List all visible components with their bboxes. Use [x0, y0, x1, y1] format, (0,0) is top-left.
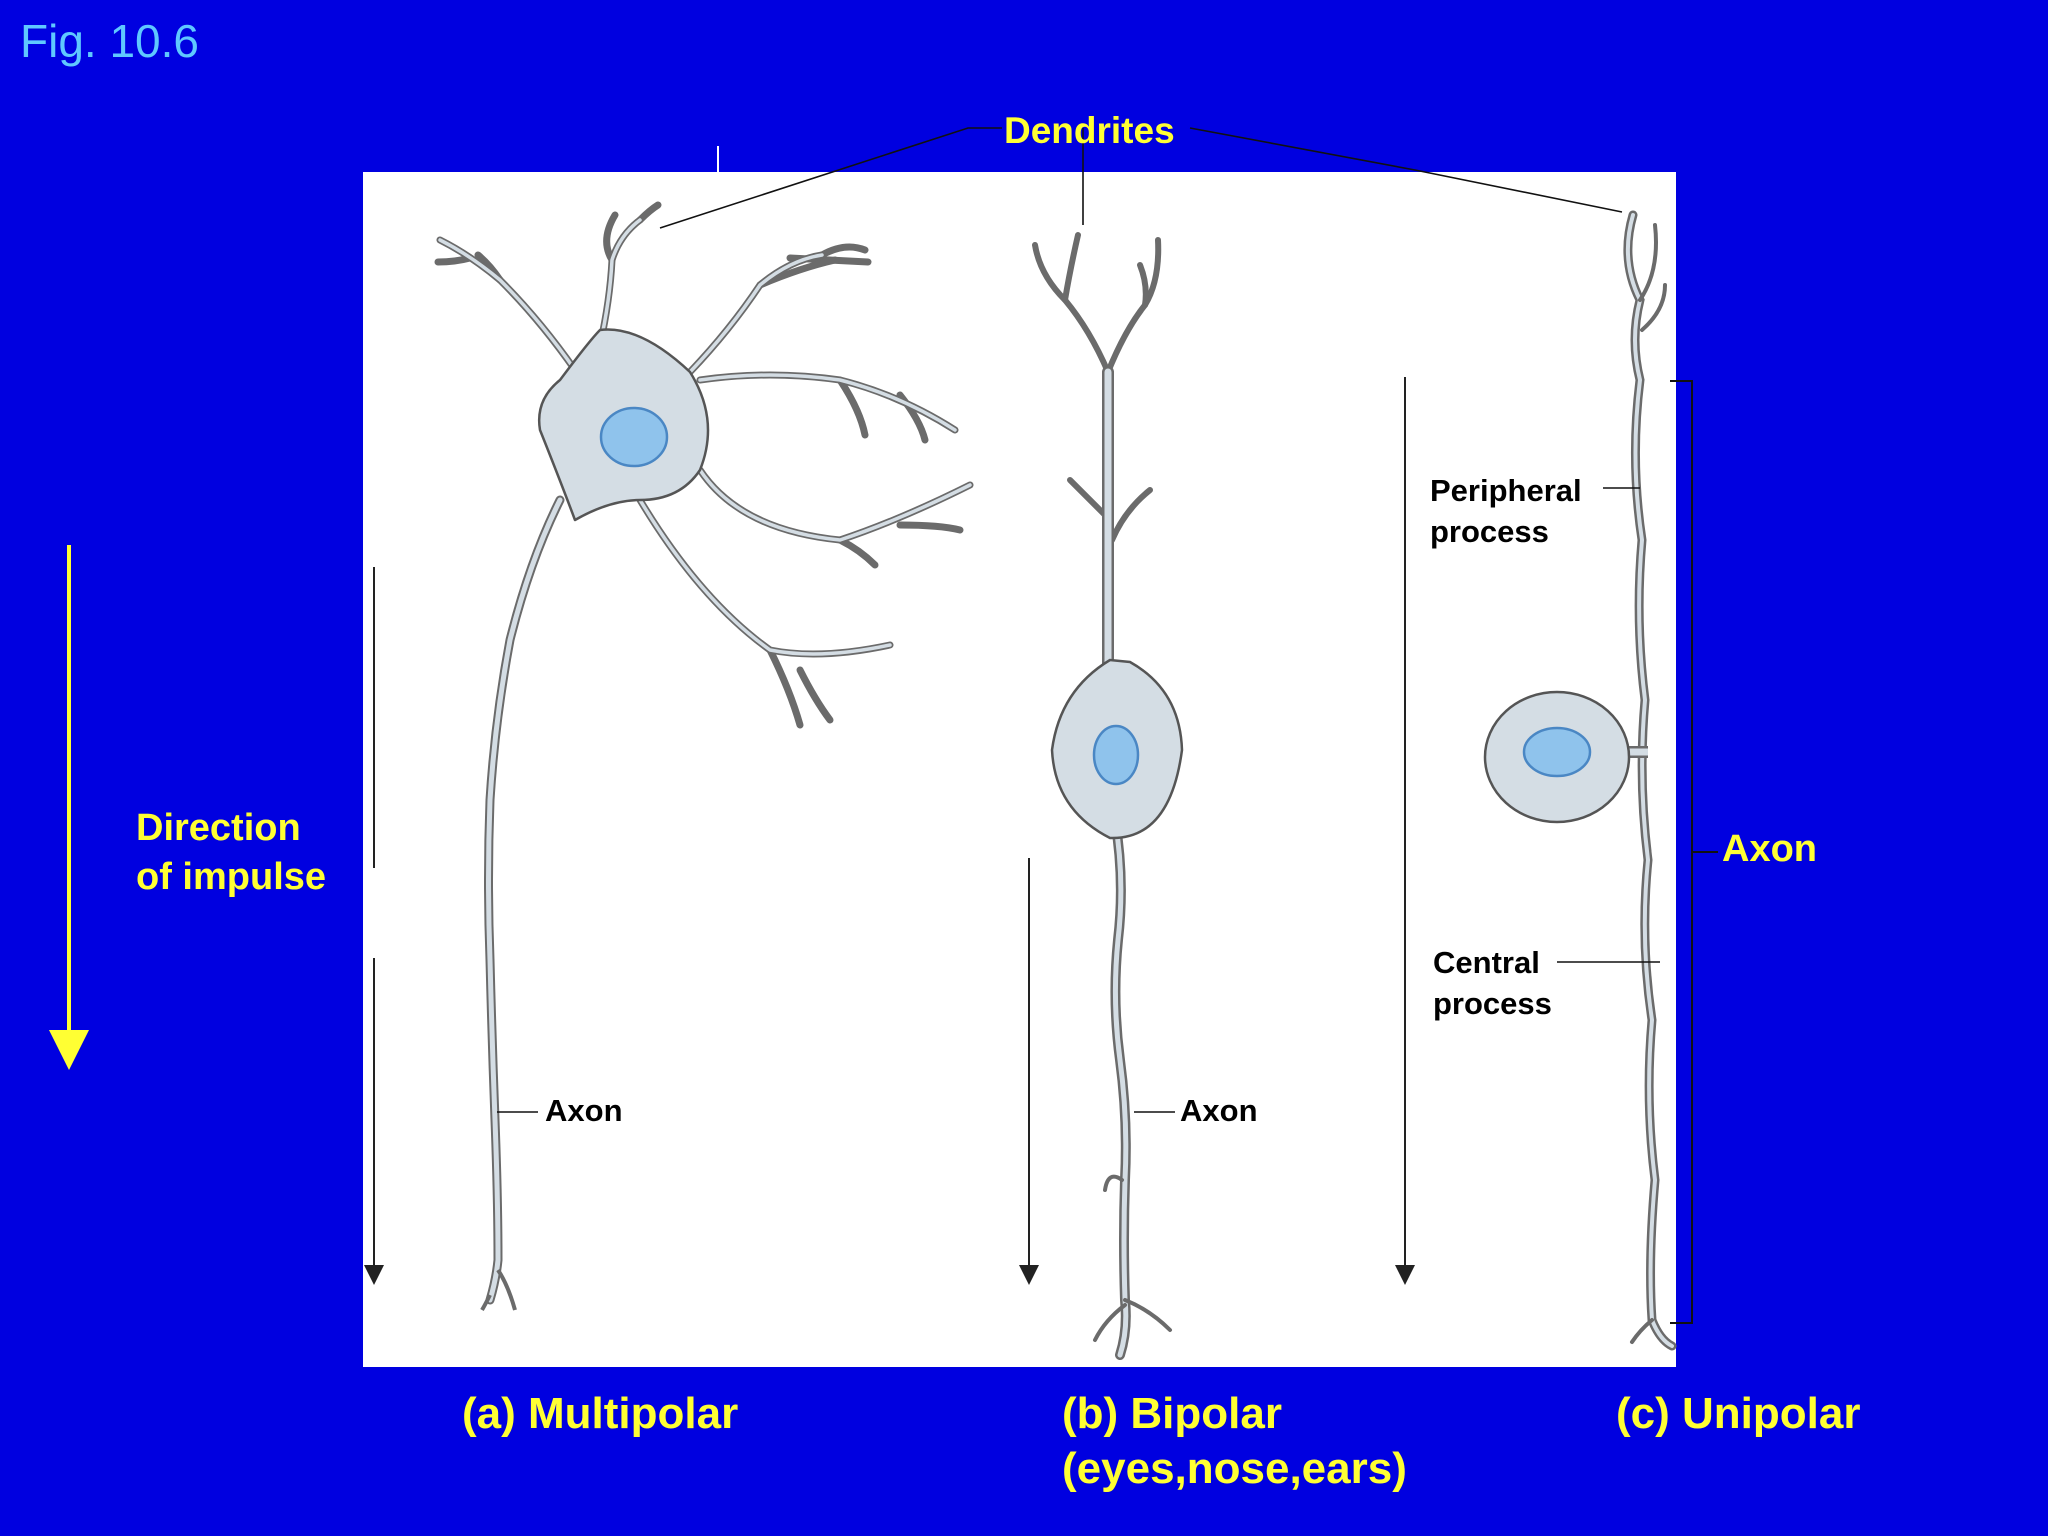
caption-bipolar: (b) Bipolar (eyes,nose,ears)	[1062, 1386, 1407, 1496]
dendrites-label: Dendrites	[1004, 110, 1175, 151]
peripheral-process-label: Peripheral process	[1430, 470, 1582, 552]
caption-multipolar: (a) Multipolar	[462, 1389, 739, 1438]
direction-of-impulse-label: Direction of impulse	[136, 804, 326, 902]
unipolar-neuron	[1483, 210, 1677, 1351]
direction-line-1: Direction	[136, 807, 301, 849]
bipolar-axon-label: Axon	[1180, 1093, 1258, 1128]
caption-bipolar-line-2: (eyes,nose,ears)	[1062, 1444, 1407, 1493]
peripheral-line-2: process	[1430, 514, 1549, 549]
caption-bipolar-line-1: (b) Bipolar	[1062, 1389, 1282, 1438]
dendrites-leader-lines	[659, 127, 1623, 229]
central-process-label: Central process	[1433, 942, 1552, 1024]
central-line-1: Central	[1433, 945, 1540, 980]
multipolar-axon-label: Axon	[545, 1093, 623, 1128]
caption-unipolar: (c) Unipolar	[1616, 1389, 1861, 1438]
multipolar-neuron	[434, 201, 974, 1312]
figure-number: Fig. 10.6	[20, 15, 199, 67]
direction-line-2: of impulse	[136, 856, 327, 898]
bipolar-neuron	[1032, 232, 1184, 1360]
central-line-2: process	[1433, 986, 1552, 1021]
peripheral-line-1: Peripheral	[1430, 473, 1582, 508]
axon-bracket	[1670, 380, 1693, 1324]
unipolar-axon-label: Axon	[1722, 828, 1817, 870]
label-leader-lines	[497, 487, 1660, 1113]
